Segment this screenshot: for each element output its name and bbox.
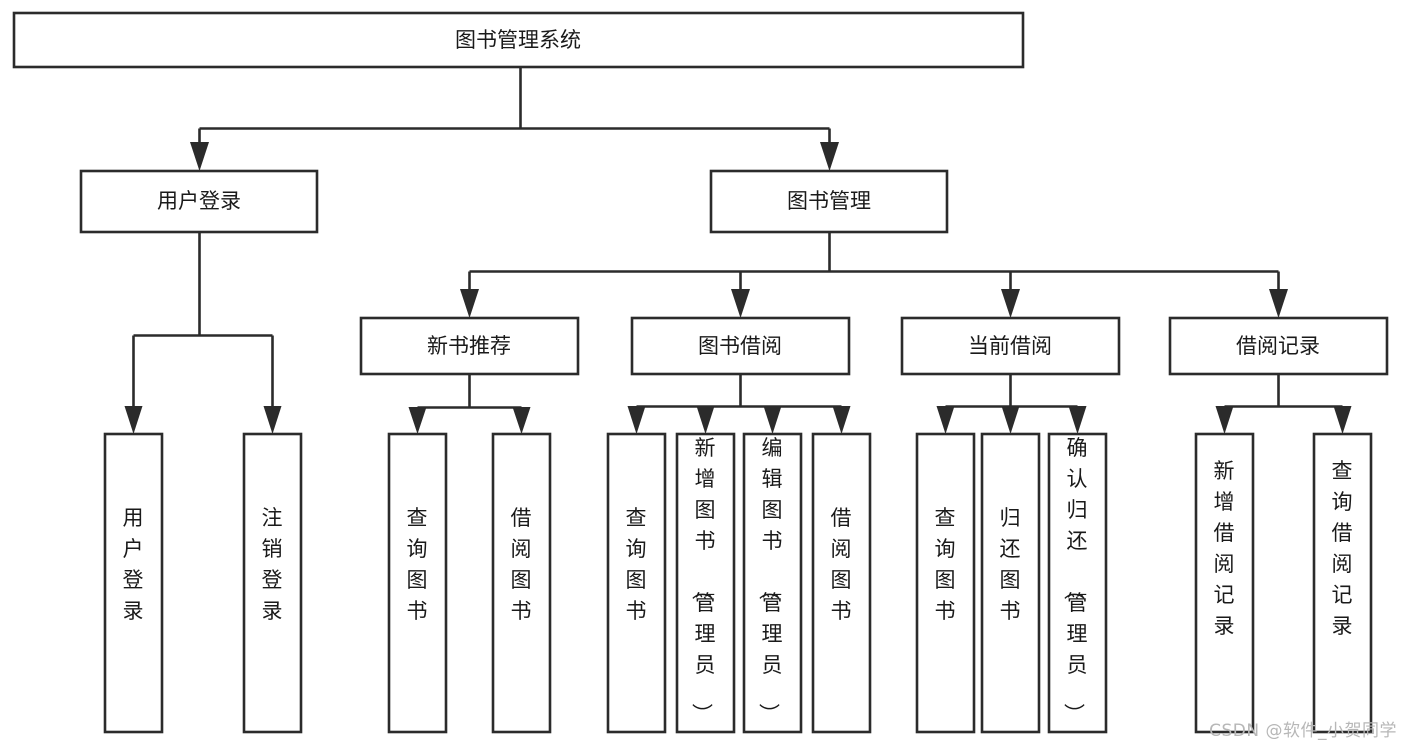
arrowhead-book-management [820, 142, 839, 171]
arrowhead-leaf-user-login [124, 406, 143, 434]
arrowhead-leaf-query-book-1 [408, 407, 427, 434]
arrowhead-leaf-return-book [1001, 406, 1020, 434]
leaf-logout-box[interactable] [242, 432, 303, 734]
leaf-add-record-box[interactable] [1194, 432, 1255, 734]
arrowhead-borrow-record [1269, 289, 1288, 318]
connector-layer [124, 67, 1352, 434]
arrowhead-user-login [190, 142, 209, 171]
arrowhead-current-borrow [1001, 289, 1020, 318]
arrowhead-leaf-query-book-2 [627, 406, 646, 434]
leaf-add-book-label: 新增图书（管理员） [690, 436, 716, 724]
leaf-confirm-return-box[interactable] [1047, 432, 1108, 734]
node-root-box[interactable] [12, 11, 1025, 69]
node-borrow-record[interactable]: 借阅记录 [1168, 316, 1389, 376]
arrowhead-leaf-query-record [1333, 406, 1352, 434]
arrowhead-leaf-borrow-book-2 [832, 406, 851, 434]
leaf-logout-label: 注销登录 [262, 506, 283, 623]
leaf-logout[interactable]: 注销登录 [242, 432, 303, 734]
arrowhead-leaf-query-book-3 [936, 406, 955, 434]
node-new-book-recommend[interactable]: 新书推荐 [359, 316, 580, 376]
leaf-query-record-box[interactable] [1312, 432, 1373, 734]
node-new-book-recommend-label: 新书推荐 [427, 334, 511, 358]
leaf-user-login-box[interactable] [103, 432, 164, 734]
leaf-query-book-3[interactable]: 查询图书 [915, 432, 976, 734]
node-book-management[interactable]: 图书管理 [709, 169, 949, 234]
leaf-add-record-label: 新增借阅记录 [1214, 459, 1235, 638]
leaf-query-book-2-box[interactable] [606, 432, 667, 734]
node-new-book-recommend-box[interactable] [359, 316, 580, 376]
leaf-query-record[interactable]: 查询借阅记录 [1312, 432, 1373, 734]
leaf-query-book-2[interactable]: 查询图书 [606, 432, 667, 734]
leaf-borrow-book-2[interactable]: 借阅图书 [811, 432, 872, 734]
leaf-query-book-1-label: 查询图书 [407, 506, 428, 623]
node-book-borrow-label: 图书借阅 [698, 334, 782, 358]
node-book-management-label: 图书管理 [787, 189, 871, 213]
leaf-edit-book[interactable]: 编辑图书（管理员） [742, 432, 803, 734]
node-root[interactable]: 图书管理系统 [12, 11, 1025, 69]
leaf-borrow-book-2-box[interactable] [811, 432, 872, 734]
csdn-watermark: CSDN @软件_小贺同学 [1209, 721, 1397, 741]
node-root-label: 图书管理系统 [455, 28, 581, 52]
arrowhead-leaf-confirm-return [1068, 406, 1087, 434]
leaf-query-book-1[interactable]: 查询图书 [387, 432, 448, 734]
arrowhead-leaf-logout [263, 406, 282, 434]
leaf-query-book-2-label: 查询图书 [626, 506, 647, 623]
leaf-query-book-3-label: 查询图书 [935, 506, 956, 623]
leaf-add-record[interactable]: 新增借阅记录 [1194, 432, 1255, 734]
leaf-edit-book-box[interactable] [742, 432, 803, 734]
arrowhead-leaf-edit-book [763, 406, 782, 434]
leaf-return-book[interactable]: 归还图书 [980, 432, 1041, 734]
arrowhead-leaf-borrow-book-1 [512, 407, 531, 434]
node-current-borrow[interactable]: 当前借阅 [900, 316, 1121, 376]
arrowhead-leaf-add-book [696, 406, 715, 434]
leaf-borrow-book-1-label: 借阅图书 [511, 506, 532, 623]
leaf-borrow-book-1-box[interactable] [491, 432, 552, 734]
node-book-borrow-box[interactable] [630, 316, 851, 376]
leaf-query-book-3-box[interactable] [915, 432, 976, 734]
leaf-borrow-book-1[interactable]: 借阅图书 [491, 432, 552, 734]
leaf-confirm-return-label: 确认归还（管理员） [1062, 436, 1088, 724]
node-book-management-box[interactable] [709, 169, 949, 234]
leaf-query-record-label: 查询借阅记录 [1332, 459, 1353, 638]
arrowhead-book-borrow [731, 289, 750, 318]
leaf-confirm-return[interactable]: 确认归还（管理员） [1047, 432, 1108, 734]
leaf-add-book[interactable]: 新增图书（管理员） [675, 432, 736, 734]
leaf-return-book-label: 归还图书 [1000, 506, 1021, 623]
node-user-login[interactable]: 用户登录 [79, 169, 319, 234]
leaf-query-book-1-box[interactable] [387, 432, 448, 734]
node-current-borrow-box[interactable] [900, 316, 1121, 376]
leaf-add-book-box[interactable] [675, 432, 736, 734]
leaf-return-book-box[interactable] [980, 432, 1041, 734]
leaf-user-login-label: 用户登录 [123, 506, 144, 623]
leaf-user-login[interactable]: 用户登录 [103, 432, 164, 734]
leaf-edit-book-label: 编辑图书（管理员） [757, 436, 783, 724]
arrowhead-new-book-recommend [460, 289, 479, 318]
node-borrow-record-label: 借阅记录 [1236, 334, 1320, 358]
arrowhead-leaf-add-record [1215, 406, 1234, 434]
node-user-login-box[interactable] [79, 169, 319, 234]
node-current-borrow-label: 当前借阅 [968, 334, 1052, 358]
node-borrow-record-box[interactable] [1168, 316, 1389, 376]
leaf-borrow-book-2-label: 借阅图书 [831, 506, 852, 623]
node-book-borrow[interactable]: 图书借阅 [630, 316, 851, 376]
node-user-login-label: 用户登录 [157, 189, 241, 213]
